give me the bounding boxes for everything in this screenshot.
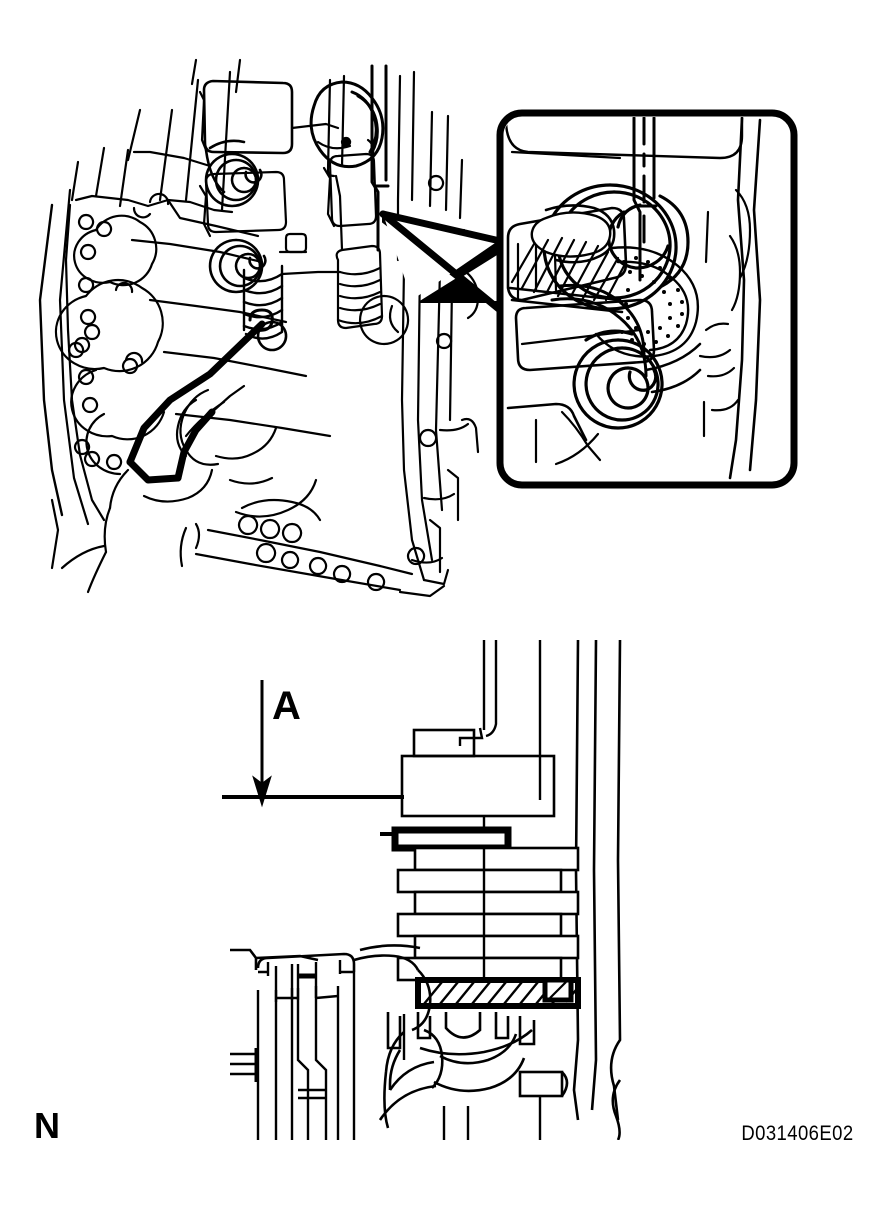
view-direction-label-a: A [272,684,301,728]
clutch-pack-figure [0,620,876,1140]
drawing-number-label: D031406E02 [741,1122,854,1145]
engine-block-figure [38,58,798,598]
sheet-letter-label: N [34,1105,60,1146]
